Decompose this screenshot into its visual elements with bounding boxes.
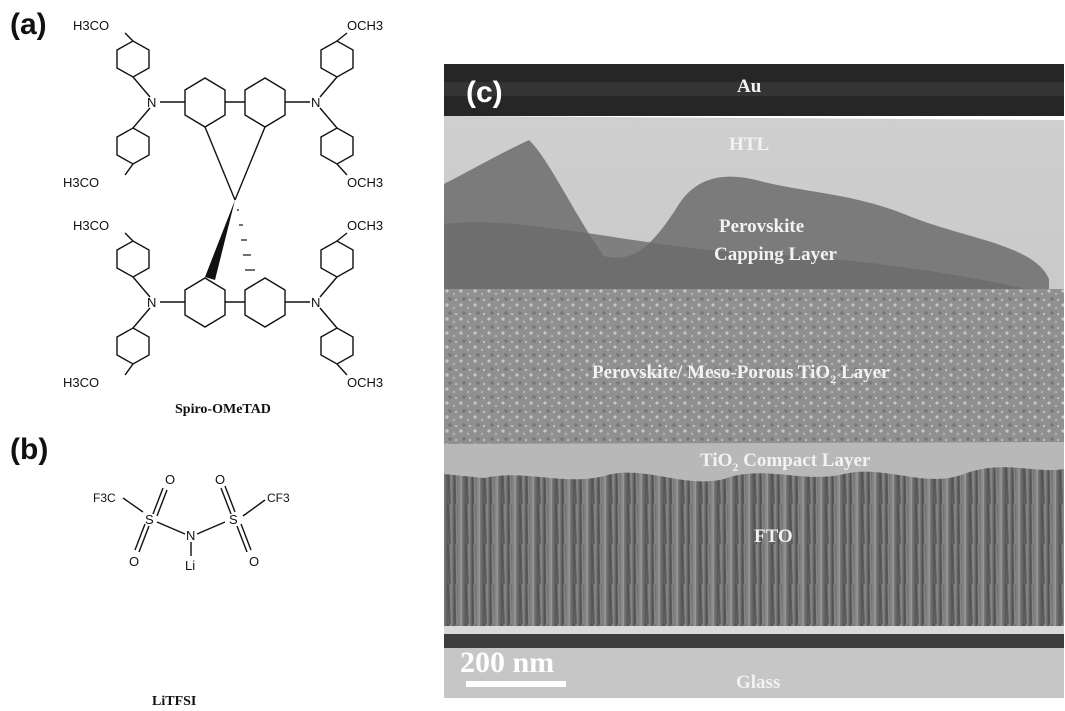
label-s-left: S [145, 512, 154, 527]
label-och3-3: OCH3 [347, 218, 383, 233]
panel-label-b: (b) [10, 433, 49, 466]
tem-cross-section-image: (c) Au HTL Perovskite Capping Layer Pero… [444, 64, 1064, 698]
label-f3c: F3C [93, 491, 116, 505]
label-cf3: CF3 [267, 491, 290, 505]
spiro-ometad-structure: N N N N H3CO H3CO H3CO H3CO OCH3 OCH3 OC… [63, 18, 383, 390]
label-h3co-1: H3CO [73, 18, 109, 33]
scale-bar-label: 200 nm [460, 646, 554, 679]
label-och3-1: OCH3 [347, 18, 383, 33]
layer-label-capping-2: Capping Layer [714, 244, 838, 265]
label-n-lower-left: N [147, 295, 156, 310]
label-s-right: S [229, 512, 238, 527]
caption-litfsi: LiTFSI [152, 694, 197, 709]
label-li: Li [185, 558, 195, 573]
label-o-left-bottom: O [129, 554, 139, 569]
label-h3co-4: H3CO [63, 375, 99, 390]
label-o-right-top: O [215, 472, 225, 487]
label-n-upper-left: N [147, 95, 156, 110]
label-och3-2: OCH3 [347, 175, 383, 190]
label-n-lower-right: N [311, 295, 320, 310]
label-h3co-3: H3CO [73, 218, 109, 233]
label-h3co-2: H3CO [63, 175, 99, 190]
label-n-upper-right: N [311, 95, 320, 110]
label-n: N [186, 528, 195, 543]
scale-bar [466, 681, 566, 687]
panel-label-c: (c) [466, 76, 503, 109]
layer-label-fto: FTO [754, 526, 793, 547]
panel-label-a: (a) [10, 8, 47, 41]
layer-label-meso: Perovskite/ Meso-Porous TiO2 Layer [592, 362, 890, 386]
label-och3-4: OCH3 [347, 375, 383, 390]
layer-label-au: Au [737, 76, 762, 97]
caption-spiro-ometad: Spiro-OMeTAD [175, 402, 271, 417]
layer-label-glass: Glass [736, 672, 780, 693]
layer-label-htl: HTL [729, 134, 769, 155]
label-o-left-top: O [165, 472, 175, 487]
layer-label-capping-1: Perovskite [719, 216, 804, 237]
label-o-right-bottom: O [249, 554, 259, 569]
layer-label-compact: TiO2 Compact Layer [700, 450, 871, 474]
litfsi-structure: F3C S O O N Li S O O CF3 [93, 472, 290, 573]
